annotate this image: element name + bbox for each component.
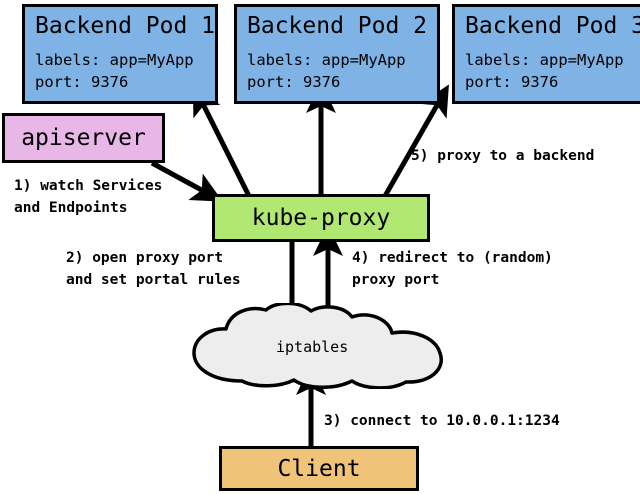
step-1-label: 1) watch Services and Endpoints [14, 175, 162, 219]
step-5-line-1: 5) proxy to a backend [411, 148, 595, 164]
backend-pod-2-labels: labels: app=MyApp [247, 51, 406, 69]
step-4-line-2: proxy port [352, 272, 440, 288]
backend-pod-3-labels: labels: app=MyApp [465, 51, 624, 69]
backend-pod-2-port: port: 9376 [247, 73, 341, 91]
step-4-label: 4) redirect to (random) proxy port [352, 247, 553, 291]
backend-pod-3-title: Backend Pod 3 [465, 13, 640, 39]
backend-pod-1-title: Backend Pod 1 [35, 13, 216, 39]
step-5-label: 5) proxy to a backend [411, 145, 594, 167]
step-3-line-1: 3) connect to 10.0.0.1:1234 [324, 413, 560, 429]
apiserver-label: apiserver [21, 125, 146, 151]
step-3-label: 3) connect to 10.0.0.1:1234 [324, 410, 560, 432]
backend-pod-2-title: Backend Pod 2 [247, 13, 428, 39]
backend-pod-1-port: port: 9376 [35, 73, 129, 91]
client-label: Client [277, 455, 361, 482]
backend-pod-1: Backend Pod 1 labels: app=MyApp port: 93… [22, 4, 218, 104]
iptables-cloud [184, 301, 474, 390]
backend-pod-3: Backend Pod 3 labels: app=MyApp port: 93… [452, 4, 640, 104]
backend-pod-1-labels: labels: app=MyApp [35, 51, 194, 69]
step-4-line-1: 4) redirect to (random) [352, 250, 553, 266]
backend-pod-2: Backend Pod 2 labels: app=MyApp port: 93… [234, 4, 440, 104]
client-node: Client [219, 446, 419, 491]
backend-pod-3-port: port: 9376 [465, 73, 559, 91]
kube-proxy-node: kube-proxy [212, 194, 430, 242]
step-2-label: 2) open proxy port and set portal rules [66, 247, 241, 291]
step-2-line-2: and set portal rules [66, 272, 241, 288]
kube-proxy-label: kube-proxy [251, 205, 391, 231]
step-1-line-2: and Endpoints [14, 200, 128, 216]
apiserver-node: apiserver [2, 113, 165, 163]
step-1-line-1: 1) watch Services [14, 178, 163, 194]
iptables-label: iptables [276, 338, 349, 356]
step-2-line-1: 2) open proxy port [66, 250, 224, 266]
arrow-kubeproxy-to-pod1 [192, 83, 252, 198]
